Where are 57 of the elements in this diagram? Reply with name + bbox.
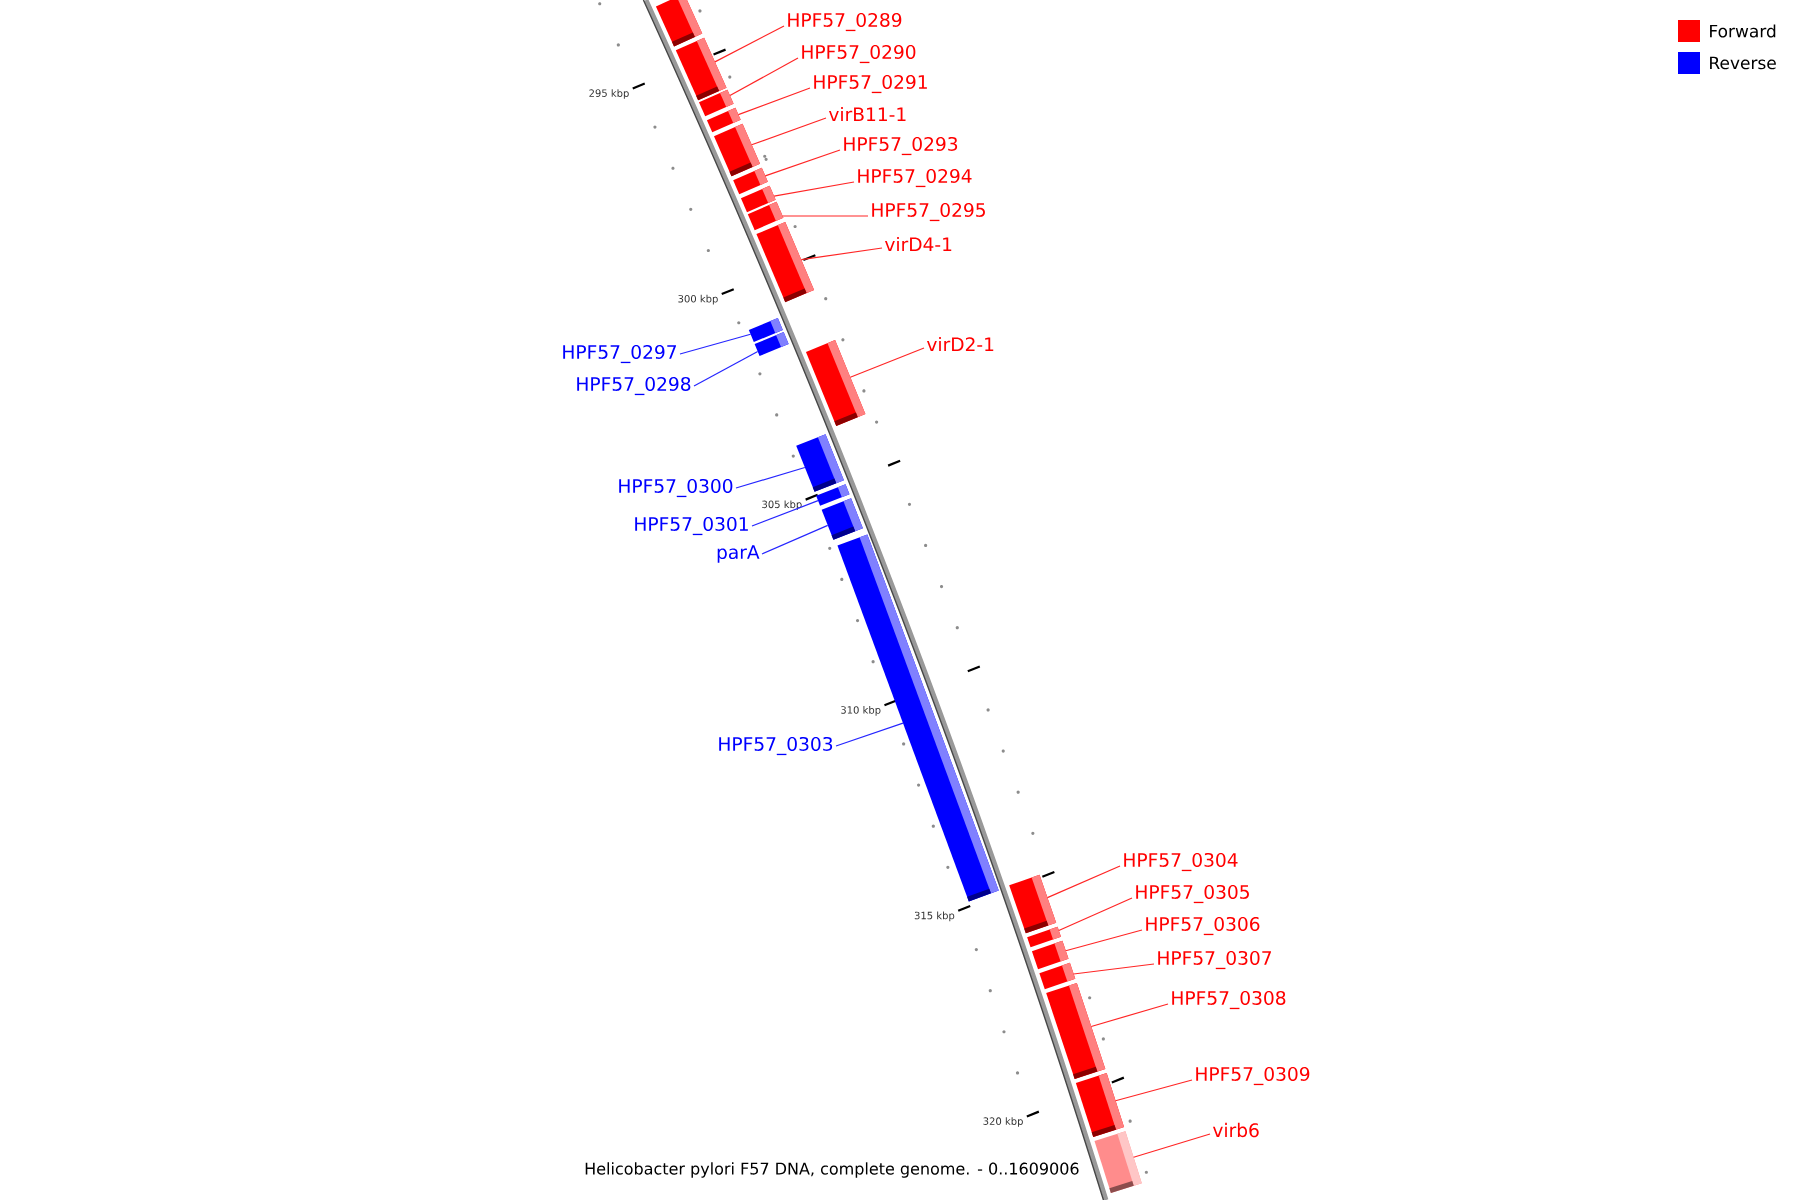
- leader-line: [764, 149, 841, 177]
- leader-line: [782, 215, 869, 217]
- gene-label: HPF57_0306: [1146, 916, 1260, 936]
- leader-line: [751, 117, 827, 146]
- gene-label: parA: [717, 545, 760, 563]
- gene-label: HPF57_0289: [788, 12, 902, 32]
- gene-block: [747, 201, 784, 231]
- gene-label: HPF57_0290: [802, 44, 916, 64]
- gene-label: virB11-1: [828, 106, 906, 122]
- legend-label: Forward: [1710, 24, 1776, 38]
- gene-label: HPF57_0294: [858, 168, 972, 188]
- gene-label: virb6: [1213, 1122, 1259, 1138]
- leader-line: [729, 57, 799, 97]
- gene-label: HPF57_0293: [844, 136, 958, 156]
- gene-label: HPF57_0305: [1136, 884, 1249, 904]
- leader-line: [693, 350, 759, 387]
- gene-label: HPF57_0308: [1172, 990, 1286, 1010]
- leader-line: [1133, 1133, 1211, 1158]
- gene-label: HPF57_0304: [1124, 852, 1238, 872]
- leader-line: [1090, 1003, 1169, 1028]
- gene-label: HPF57_0298: [577, 376, 691, 396]
- leader-line: [714, 25, 785, 63]
- gene-label: HPF57_0297: [563, 344, 676, 364]
- leader-line: [737, 87, 811, 116]
- leader-line: [835, 722, 904, 747]
- leader-line: [735, 466, 806, 489]
- leader-line: [1073, 963, 1155, 975]
- leader-line: [1115, 1079, 1193, 1102]
- gene-label: HPF57_0307: [1158, 950, 1271, 970]
- gene-block: [1075, 1073, 1125, 1137]
- leader-line: [1065, 929, 1143, 952]
- gene-label: HPF57_0303: [719, 736, 833, 756]
- gene-label: HPF57_0309: [1196, 1066, 1310, 1086]
- leader-line: [1058, 897, 1133, 932]
- gene-block: [837, 534, 999, 902]
- gene-block: [756, 221, 815, 303]
- gene-block: [1039, 962, 1076, 990]
- gene-label: HPF57_0295: [872, 202, 985, 222]
- leader-line: [1046, 865, 1121, 899]
- leader-line: [761, 524, 829, 555]
- leader-line: [800, 247, 883, 261]
- gene-label: HPF57_0291: [814, 74, 927, 94]
- gene-label: virD4-1: [884, 236, 952, 252]
- gene-label: HPF57_0300: [619, 478, 733, 498]
- gene-block: [655, 0, 703, 47]
- gene-label: virD2-1: [926, 336, 994, 352]
- legend-label: Reverse: [1710, 56, 1776, 70]
- leader-line: [679, 333, 752, 355]
- gene-block: [1031, 940, 1069, 970]
- leader-line: [773, 181, 855, 197]
- gene-block: [1094, 1131, 1142, 1193]
- gene-block: [805, 340, 866, 426]
- gene-label: HPF57_0301: [635, 516, 748, 536]
- caption: Helicobacter pylori F57 DNA, complete genome. - 0..1609006: [585, 1162, 1079, 1178]
- leader-line: [849, 347, 925, 378]
- leader-line: [751, 500, 819, 527]
- gene-block: [754, 332, 789, 356]
